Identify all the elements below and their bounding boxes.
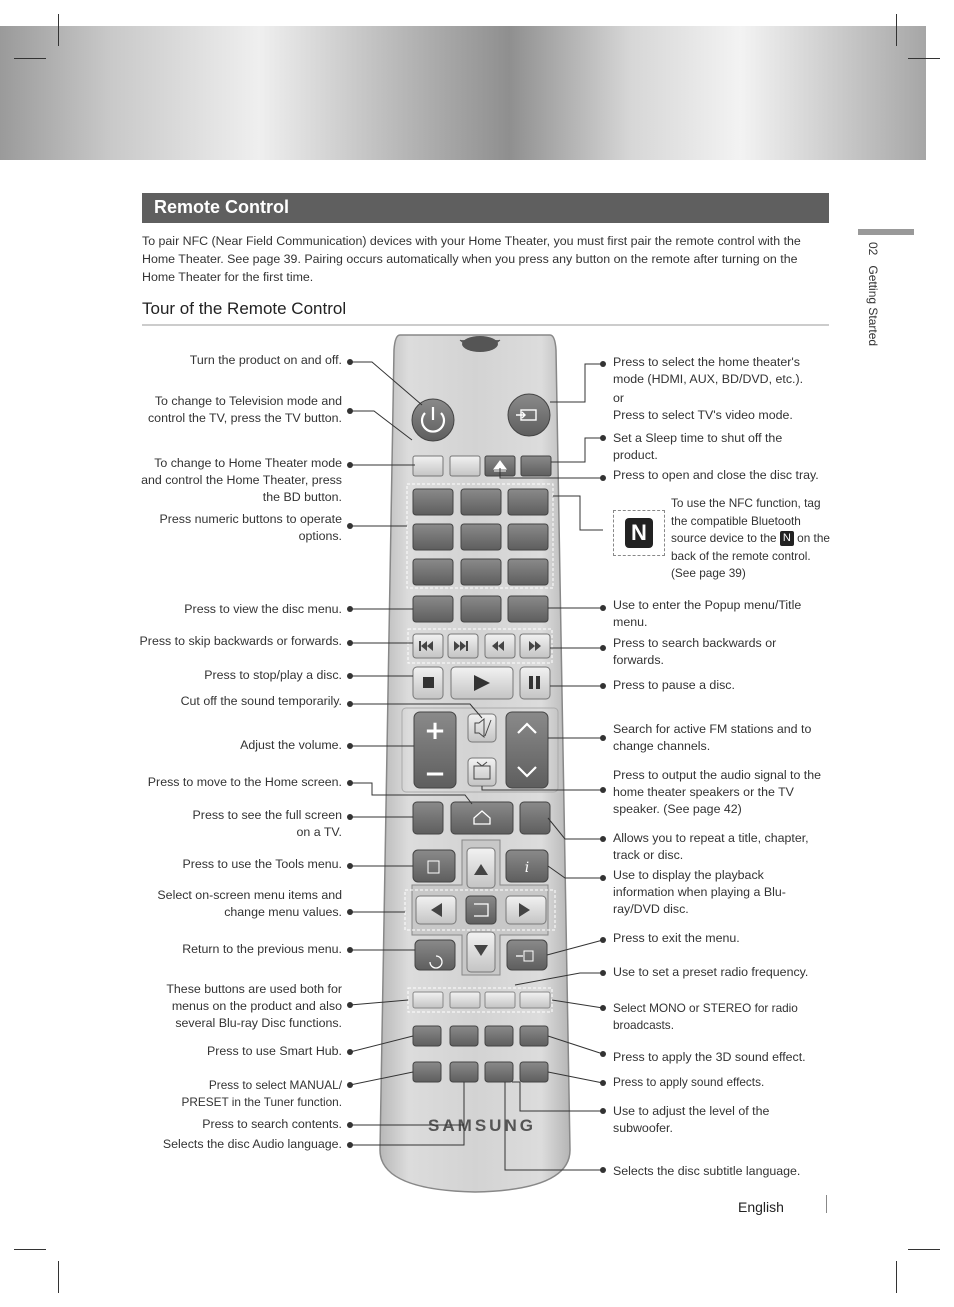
label-mono-stereo: Select MONO or STEREO for radio broadcas…	[613, 1001, 798, 1032]
crop-mark	[14, 58, 46, 59]
footer-language: English	[738, 1199, 784, 1215]
label-search: Press to search contents.	[202, 1117, 342, 1131]
label-repeat: Allows you to repeat a title, chapter, t…	[613, 831, 809, 862]
label-navigate: Select on-screen menu items and change m…	[157, 888, 342, 919]
label-smart-hub: Press to use Smart Hub.	[207, 1044, 342, 1058]
label-search-fb: Press to search backwards or forwards.	[613, 636, 777, 667]
crop-mark	[58, 14, 59, 46]
svg-text:−: −	[424, 759, 446, 789]
label-tv-mode: To change to Television mode and control…	[147, 394, 342, 425]
label-audio-language: Selects the disc Audio language.	[162, 1137, 342, 1151]
side-tab-text: 02 Getting Started	[866, 242, 880, 346]
label-mute: Cut off the sound temporarily.	[180, 694, 342, 708]
label-speaker: Press to output the audio signal to the …	[613, 768, 822, 816]
label-preset: Use to set a preset radio frequency.	[613, 965, 809, 979]
footer-divider	[826, 1195, 827, 1213]
label-full-screen: Press to see the full screen on a TV.	[192, 808, 342, 839]
nfc-logo-box: N	[613, 510, 665, 556]
label-source: Press to select the home theater's mode …	[613, 355, 804, 386]
label-tools: Press to use the Tools menu.	[182, 857, 342, 871]
side-tab-label: Getting Started	[866, 265, 880, 347]
label-sound-effects: Press to apply sound effects.	[613, 1075, 765, 1089]
label-disc-menu: Press to view the disc menu.	[184, 602, 342, 616]
crop-mark	[58, 1261, 59, 1293]
label-subtitle: Selects the disc subtitle language.	[613, 1164, 801, 1178]
label-channel: Search for active FM stations and to cha…	[613, 722, 812, 753]
label-3d-sound: Press to apply the 3D sound effect.	[613, 1050, 806, 1064]
remote-brand-logo: SAMSUNG	[428, 1116, 536, 1135]
svg-text:+: +	[424, 716, 446, 746]
label-numeric: Press numeric buttons to operate options…	[159, 512, 342, 543]
label-subwoofer: Use to adjust the level of the subwoofer…	[613, 1104, 770, 1135]
crop-mark	[14, 1249, 46, 1250]
label-eject: Press to open and close the disc tray.	[613, 468, 819, 482]
section-title: Remote Control	[154, 197, 289, 217]
label-info: Use to display the playback information …	[613, 868, 786, 916]
label-bd-mode: To change to Home Theater mode and contr…	[141, 456, 342, 504]
nfc-small-icon: N	[779, 531, 794, 547]
label-stop-play: Press to stop/play a disc.	[204, 668, 342, 682]
label-exit: Press to exit the menu.	[613, 931, 740, 945]
section-title-bar: Remote Control	[142, 193, 829, 223]
nfc-note-b: on the back of the remote control. (See …	[671, 531, 830, 580]
crop-mark	[896, 14, 897, 46]
subheading-rule	[142, 324, 829, 326]
crop-mark	[908, 58, 940, 59]
subheading: Tour of the Remote Control	[142, 299, 347, 318]
label-or: or	[613, 391, 625, 405]
svg-text:i: i	[525, 860, 529, 876]
label-power: Turn the product on and off.	[189, 353, 342, 367]
nfc-note-a: To use the NFC function, tag the compati…	[671, 496, 821, 545]
label-return: Return to the previous menu.	[182, 942, 342, 956]
nfc-note: To use the NFC function, tag the compati…	[671, 495, 831, 583]
nfc-icon: N	[625, 518, 653, 548]
crop-mark	[908, 1249, 940, 1250]
label-tuner: Press to select MANUAL/ PRESET in the Tu…	[181, 1078, 342, 1109]
label-popup: Use to enter the Popup menu/Title menu.	[613, 598, 802, 629]
label-tv-source: Press to select TV's video mode.	[613, 408, 793, 422]
intro-paragraph: To pair NFC (Near Field Communication) d…	[142, 234, 801, 284]
header-banner	[0, 26, 926, 160]
label-volume: Adjust the volume.	[240, 738, 342, 752]
side-tab-marker	[858, 229, 914, 235]
label-skip: Press to skip backwards or forwards.	[139, 634, 342, 648]
crop-mark	[896, 1261, 897, 1293]
side-tab-number: 02	[866, 242, 880, 256]
label-home: Press to move to the Home screen.	[147, 775, 342, 789]
label-pause: Press to pause a disc.	[613, 678, 735, 692]
label-sleep: Set a Sleep time to shut off the product…	[613, 431, 783, 462]
label-color-buttons: These buttons are used both for menus on…	[166, 982, 342, 1030]
